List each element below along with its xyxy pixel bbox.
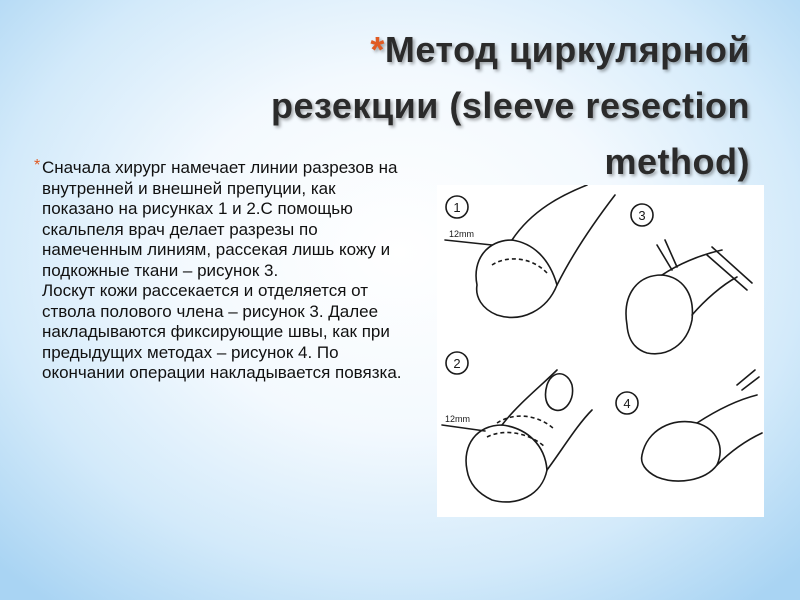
procedure-illustration-svg: 1 12mm 3 2 12mm xyxy=(441,185,763,503)
panel-4-shaft xyxy=(696,394,763,466)
panel-2-glans xyxy=(465,424,548,503)
paragraph-1: Сначала хирург намечает линии разрезов н… xyxy=(42,158,398,280)
panel-2-drawing: 2 12mm xyxy=(441,351,593,503)
slide-title: *Метод циркулярной резекции (sleeve rese… xyxy=(150,22,750,190)
panel-4-glans xyxy=(640,420,721,482)
panel-3-shaft-bottom xyxy=(691,276,738,316)
panel-2-measure-label: 12mm xyxy=(445,414,470,424)
title-bullet-icon: * xyxy=(370,29,385,70)
panel-1-measure-line xyxy=(444,239,493,246)
title-line-3: method) xyxy=(604,141,750,182)
panel-3-number-circle xyxy=(630,203,654,227)
panel-2-measure-line xyxy=(441,424,486,432)
panel-3-instruments xyxy=(656,239,753,291)
panel-1-number-circle xyxy=(445,195,469,219)
panel-1-outline-top xyxy=(511,185,588,241)
body-bullet-icon: * xyxy=(34,157,41,174)
panel-3-glans xyxy=(625,274,694,355)
title-line-1: Метод циркулярной xyxy=(384,29,750,70)
panel-3-shaft-top xyxy=(661,249,723,276)
procedure-illustration: 1 12mm 3 2 12mm xyxy=(437,185,764,517)
panel-1-glans xyxy=(475,239,558,319)
panel-2-dashed-lines xyxy=(486,415,556,448)
panel-2-finger xyxy=(544,372,574,412)
paragraph-2: Лоскут кожи рассекается и отделяется от … xyxy=(42,281,402,382)
panel-3-drawing: 3 xyxy=(625,203,753,355)
panel-2-number-circle xyxy=(445,351,469,375)
panel-4-number-circle xyxy=(615,391,639,415)
panel-1-measure-label: 12mm xyxy=(449,229,474,239)
panel-1-outline-bottom xyxy=(556,194,616,286)
panel-4-sutures xyxy=(736,369,760,391)
title-line-2: резекции (sleeve resection xyxy=(270,85,750,126)
panel-1-number: 1 xyxy=(453,200,460,215)
panel-1-drawing: 1 12mm xyxy=(444,185,616,319)
panel-3-number: 3 xyxy=(638,208,645,223)
panel-2-shaft xyxy=(501,369,593,471)
slide-body: * Сначала хирург намечает линии разрезов… xyxy=(34,157,402,384)
panel-4-drawing: 4 xyxy=(615,369,763,482)
panel-1-dashed-line xyxy=(491,258,548,274)
panel-2-number: 2 xyxy=(453,356,460,371)
panel-4-number: 4 xyxy=(623,396,630,411)
